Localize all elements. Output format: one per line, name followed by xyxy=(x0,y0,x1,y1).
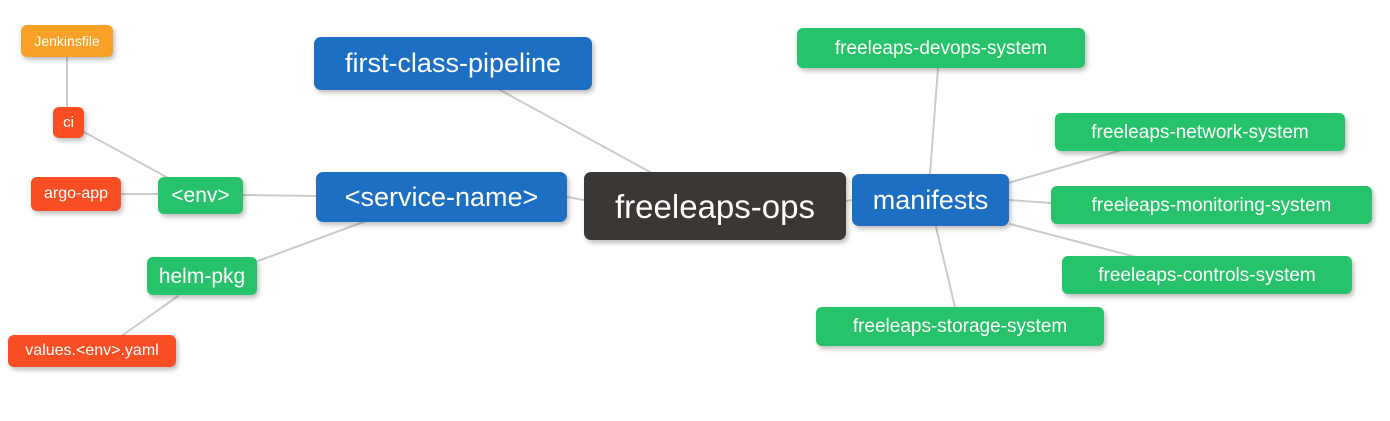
connector-freeleaps-ops-manifests xyxy=(845,199,853,202)
connector-pipeline-freeleaps-ops xyxy=(499,89,651,173)
node-jenkinsfile[interactable]: Jenkinsfile xyxy=(21,25,113,57)
node-helm-pkg[interactable]: helm-pkg xyxy=(147,257,257,295)
node-first-class-pipeline[interactable]: first-class-pipeline xyxy=(314,37,592,90)
node-service-name[interactable]: <service-name> xyxy=(316,172,567,222)
connector-ci-env xyxy=(83,131,171,180)
node-freeleaps-controls-system[interactable]: freeleaps-controls-system xyxy=(1062,256,1352,294)
node-env[interactable]: <env> xyxy=(158,177,243,214)
node-freeleaps-devops-system[interactable]: freeleaps-devops-system xyxy=(797,28,1085,68)
connector-helm-pkg-service-name xyxy=(257,220,367,262)
node-freeleaps-network-system[interactable]: freeleaps-network-system xyxy=(1055,113,1345,151)
connector-manifests-storage-system xyxy=(935,226,956,308)
connector-env-service-name xyxy=(242,194,317,197)
node-freeleaps-storage-system[interactable]: freeleaps-storage-system xyxy=(816,307,1104,346)
node-values-env-yaml[interactable]: values.<env>.yaml xyxy=(8,335,176,367)
connector-manifests-network-system xyxy=(1007,149,1123,184)
connector-manifests-monitoring-system xyxy=(1007,199,1052,204)
node-ci[interactable]: ci xyxy=(53,107,84,138)
node-freeleaps-monitoring-system[interactable]: freeleaps-monitoring-system xyxy=(1051,186,1372,224)
node-manifests[interactable]: manifests xyxy=(852,174,1009,226)
connector-manifests-devops-system xyxy=(929,67,939,175)
connector-service-name-freeleaps-ops xyxy=(566,196,585,201)
node-freeleaps-ops-root[interactable]: freeleaps-ops xyxy=(584,172,846,240)
connector-values-yaml-helm-pkg xyxy=(122,295,179,336)
node-argo-app[interactable]: argo-app xyxy=(31,177,121,211)
connector-manifests-controls-system xyxy=(1009,223,1137,258)
